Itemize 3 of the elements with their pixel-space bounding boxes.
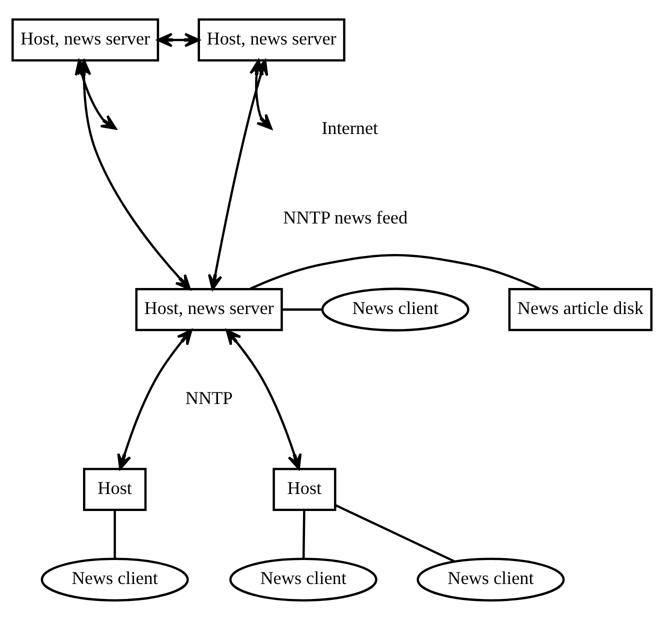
label: NNTP	[185, 388, 233, 408]
label: NNTP news feed	[283, 208, 408, 228]
label: Internet	[322, 118, 378, 138]
